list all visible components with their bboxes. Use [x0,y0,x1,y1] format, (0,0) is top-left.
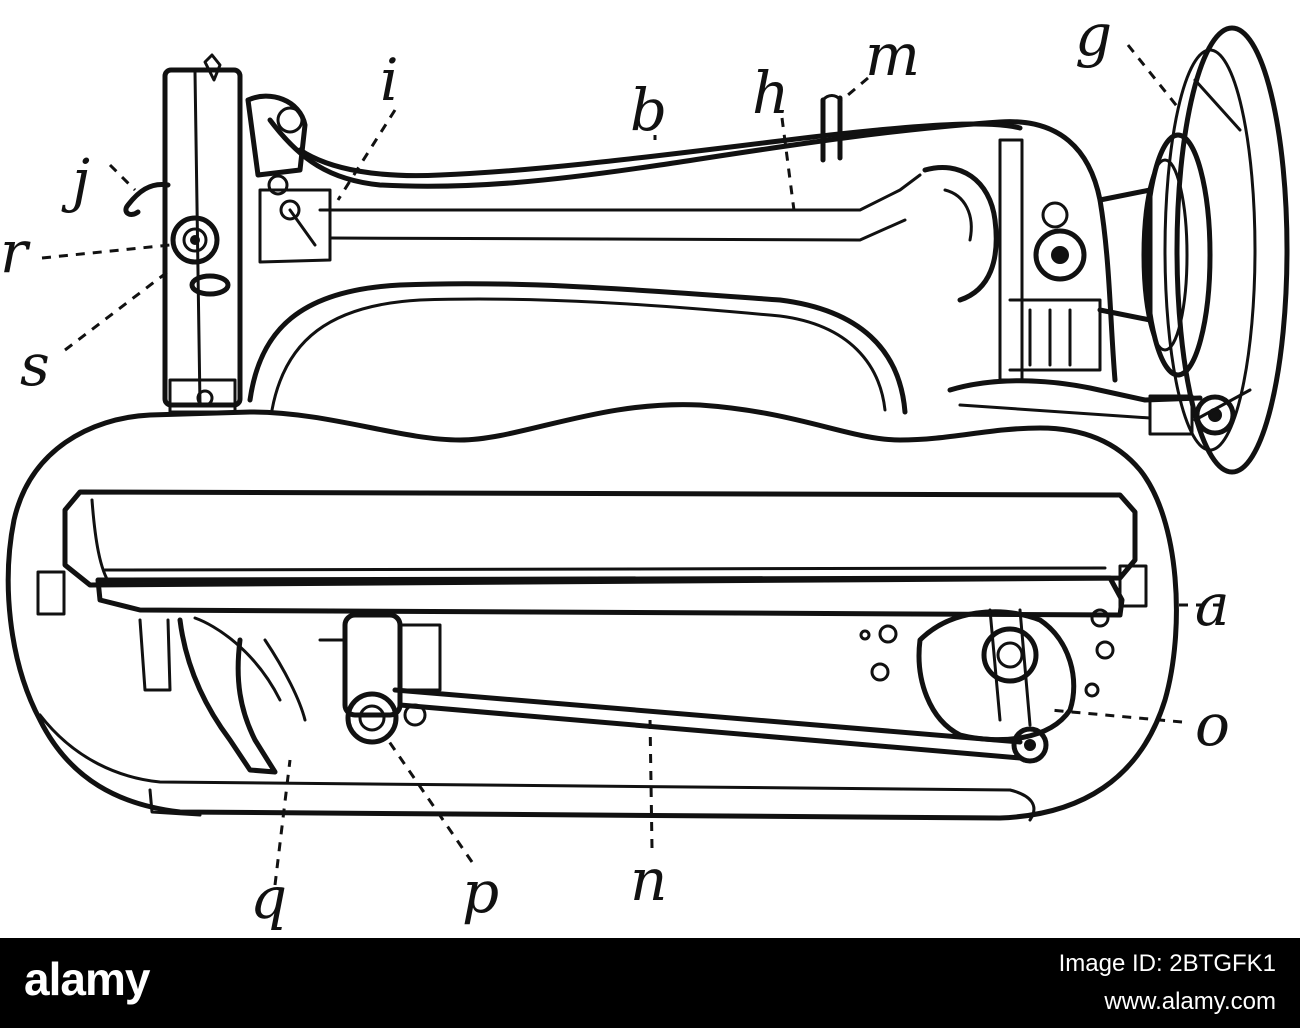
label-i: i [380,46,399,114]
label-r: r [0,218,31,286]
label-h: h [752,59,789,127]
stud-pin [820,94,843,163]
label-p: p [462,858,499,926]
leader-n [648,717,654,849]
leader-o [1049,708,1183,724]
label-o: o [1195,691,1230,759]
label-g: g [1075,1,1112,69]
leader-j [108,163,137,192]
under-bed-mechanism [138,608,1115,775]
leader-s [64,268,171,352]
brand-logo-text: alamy [24,953,150,1005]
machine-base [5,402,1179,822]
label-n: n [630,846,667,914]
leader-m [841,76,869,102]
leader-i [336,109,397,201]
label-a: a [1195,571,1230,639]
cloth-plate [36,489,1148,618]
sewing-machine-drawing: a b g h i j m n o p q r s [0,1,1290,932]
leader-g [1126,44,1182,111]
label-q: q [250,864,287,932]
site-url: www.alamy.com [1104,988,1276,1015]
label-s: s [20,331,50,399]
leader-p [386,739,474,863]
leader-h [780,117,797,219]
hand-wheel [1097,25,1290,475]
leader-q [273,759,292,886]
machine-head [123,53,332,414]
label-b: b [630,76,667,144]
image-id: Image ID: 2BTGFK1 [1058,950,1276,977]
label-m: m [865,21,920,89]
machine-arm [247,117,1118,415]
sewing-machine-figure: a b g h i j m n o p q r s [0,1,1290,932]
leader-r [41,243,171,260]
right-mechanism [922,138,1236,436]
leader-lines [41,44,1222,886]
part-labels: a b g h i j m n o p q r s [0,1,1230,932]
label-j: j [61,146,90,214]
watermark-footer: alamy Image ID: 2BTGFK1 www.alamy.com [0,938,1300,1028]
